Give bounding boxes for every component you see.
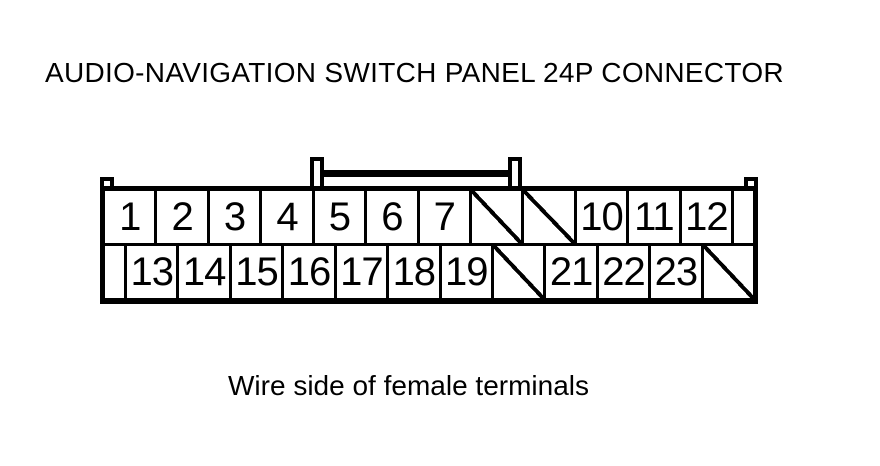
no-pin-cell-9 xyxy=(524,191,577,243)
pin-cell-17: 17 xyxy=(336,246,390,298)
shell-notch-right-icon xyxy=(744,177,758,187)
latch-post-right xyxy=(508,157,522,193)
pin-cell-16: 16 xyxy=(284,246,337,298)
no-pin-cell-20 xyxy=(493,246,547,298)
shell-spacer-top-right xyxy=(734,191,754,243)
latch-bar xyxy=(321,170,511,177)
no-pin-cell-24 xyxy=(703,246,754,298)
pin-cell-1: 1 xyxy=(105,191,158,243)
connector-diagram: 1 2 3 4 5 6 7 10 11 12 13 14 15 16 17 xyxy=(100,157,758,305)
pin-cell-7: 7 xyxy=(419,191,472,243)
caption: Wire side of female terminals xyxy=(228,370,590,401)
shell-spacer-bottom-left xyxy=(105,246,127,298)
pin-cell-6: 6 xyxy=(367,191,420,243)
pin-cell-11: 11 xyxy=(629,191,682,243)
pin-cell-3: 3 xyxy=(209,191,263,243)
pin-row-top: 1 2 3 4 5 6 7 10 11 12 xyxy=(105,191,754,246)
pin-cell-14: 14 xyxy=(179,246,232,298)
connector-shell: 1 2 3 4 5 6 7 10 11 12 13 14 15 16 17 xyxy=(100,186,758,304)
pin-cell-4: 4 xyxy=(262,191,315,243)
pin-cell-13: 13 xyxy=(127,246,180,298)
shell-notch-left-icon xyxy=(100,177,114,187)
no-pin-cell-8 xyxy=(471,191,525,243)
pin-cell-19: 19 xyxy=(441,246,494,298)
pin-cell-22: 22 xyxy=(598,246,652,298)
diagram-title: AUDIO-NAVIGATION SWITCH PANEL 24P CONNEC… xyxy=(45,57,784,88)
pin-row-bottom: 13 14 15 16 17 18 19 21 22 23 xyxy=(105,246,754,298)
pin-cell-10: 10 xyxy=(576,191,630,243)
latch-post-left xyxy=(310,157,324,193)
pin-cell-2: 2 xyxy=(157,191,210,243)
pin-cell-5: 5 xyxy=(314,191,368,243)
pin-cell-21: 21 xyxy=(546,246,599,298)
pin-cell-15: 15 xyxy=(231,246,285,298)
pin-cell-12: 12 xyxy=(681,191,735,243)
pin-cell-18: 18 xyxy=(389,246,442,298)
pin-cell-23: 23 xyxy=(651,246,704,298)
